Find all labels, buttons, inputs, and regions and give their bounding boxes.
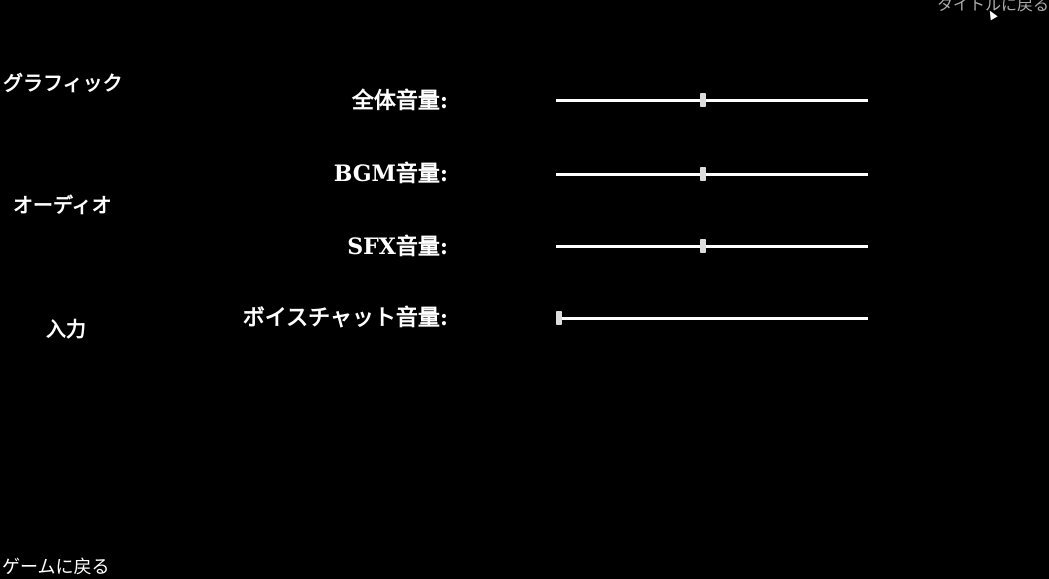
voice-chat-volume-slider[interactable] <box>556 308 868 328</box>
slider-thumb[interactable] <box>556 311 562 325</box>
slider-thumb[interactable] <box>699 167 706 181</box>
back-to-title-link[interactable]: タイトルに戻る <box>936 0 1049 14</box>
slider-track <box>556 245 868 248</box>
voice-chat-volume-label: ボイスチャット音量: <box>242 305 448 331</box>
slider-thumb[interactable] <box>699 93 706 107</box>
slider-track <box>556 99 868 102</box>
tab-graphics[interactable]: グラフィック <box>3 71 123 95</box>
bgm-volume-label: BGM音量: <box>333 161 448 187</box>
master-volume-label: 全体音量: <box>351 88 448 114</box>
sfx-volume-label: SFX音量: <box>347 234 448 260</box>
tab-input[interactable]: 入力 <box>46 317 86 341</box>
slider-track <box>556 317 868 320</box>
sfx-volume-slider[interactable] <box>556 236 868 256</box>
back-to-game-button[interactable]: ゲームに戻る <box>2 557 110 578</box>
bgm-volume-slider[interactable] <box>556 164 868 184</box>
master-volume-slider[interactable] <box>556 90 868 110</box>
slider-thumb[interactable] <box>699 239 706 253</box>
slider-track <box>556 173 868 176</box>
tab-audio[interactable]: オーディオ <box>13 193 112 217</box>
